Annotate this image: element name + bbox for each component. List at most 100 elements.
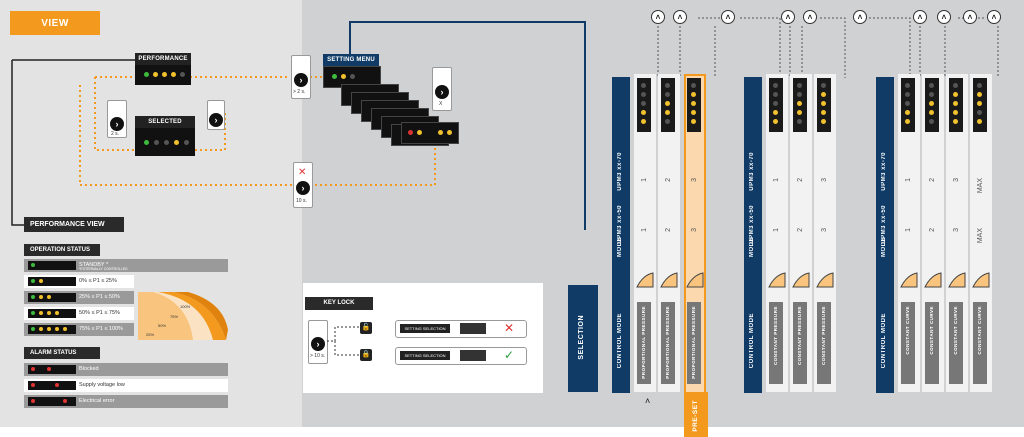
- led: [821, 110, 826, 115]
- lock-open-icon: 🔓: [360, 322, 372, 334]
- control-mode-bar: CONTROL MODE MODE UPM3 xx-70 UPM3 xx-50: [612, 77, 630, 393]
- led-strip: [637, 78, 651, 132]
- led: [977, 83, 982, 88]
- operation-row: 75% ≤ P1 ≤ 100%: [24, 323, 134, 336]
- mode-label-box: PROPORTIONAL PRESSURE: [687, 302, 701, 384]
- chevron-up-icon[interactable]: ˄: [651, 10, 665, 24]
- led: [953, 83, 958, 88]
- led-yellow: [171, 72, 176, 77]
- led: [953, 92, 958, 97]
- control-mode-bar: CONTROL MODE MODE UPM3 xx-70 UPM3 xx-50: [744, 77, 762, 393]
- control-mode-bar: CONTROL MODE MODE UPM3 xx-70 UPM3 xx-50: [876, 77, 894, 393]
- led: [773, 83, 778, 88]
- led: [665, 101, 670, 106]
- wedge-label: 25%: [146, 332, 154, 337]
- led: [953, 101, 958, 106]
- chevron-up-icon[interactable]: ˄: [721, 10, 735, 24]
- operation-row: 25% ≤ P1 ≤ 50%: [24, 291, 134, 304]
- led-yellow: [153, 72, 158, 77]
- setting-number: 2: [665, 178, 672, 182]
- led: [691, 110, 696, 115]
- setting-number: 3: [691, 228, 698, 232]
- curve-icon: [816, 272, 834, 288]
- arrow-right-icon: ›: [110, 117, 124, 131]
- led: [797, 92, 802, 97]
- setting-number: 2: [929, 228, 936, 232]
- press-button[interactable]: ›: [207, 100, 225, 130]
- led: [665, 119, 670, 124]
- no-touch-icon: ✕: [298, 167, 307, 178]
- led-green: [144, 72, 149, 77]
- chevron-up-icon[interactable]: ˄: [781, 10, 795, 24]
- led: [905, 92, 910, 97]
- performance-view-title: PERFORMANCE VIEW: [24, 217, 124, 232]
- led: [797, 101, 802, 106]
- chevron-up-icon[interactable]: ˄: [987, 10, 1001, 24]
- hold-10s-button[interactable]: › > 10 s.: [308, 320, 328, 364]
- hold-over-2s-label: > 2 s.: [293, 89, 306, 95]
- mode-label-box: CONSTANT PRESSURE: [817, 302, 831, 384]
- led-strip: [661, 78, 675, 132]
- performance-wedge: 25% 50% 75% 100%: [138, 292, 228, 340]
- setting-number: 2: [929, 178, 936, 182]
- chevron-up-icon[interactable]: ˄: [937, 10, 951, 24]
- led: [773, 101, 778, 106]
- led: [929, 101, 934, 106]
- led-green: [144, 140, 149, 145]
- led: [929, 92, 934, 97]
- chevron-up-icon[interactable]: ˄: [913, 10, 927, 24]
- setting-number: 3: [821, 178, 828, 182]
- led: [773, 110, 778, 115]
- mode-label-box: CONSTANT PRESSURE: [769, 302, 783, 384]
- arrow-right-icon: ›: [209, 113, 223, 127]
- led: [641, 101, 646, 106]
- alarm-row: Blocked: [24, 363, 228, 376]
- led-strip: [901, 78, 915, 132]
- hold-10s-key-label: > 10 s.: [310, 353, 326, 359]
- display-stack-icon: [460, 350, 486, 361]
- lock-closed-icon: 🔒: [360, 349, 372, 361]
- display-stack-icon: [460, 323, 486, 334]
- led: [977, 119, 982, 124]
- chevron-up-icon[interactable]: ˄: [853, 10, 867, 24]
- curve-icon: [768, 272, 786, 288]
- performance-display: [135, 65, 191, 85]
- setting-number: 3: [953, 228, 960, 232]
- led: [773, 92, 778, 97]
- chevron-up-icon[interactable]: ˄: [803, 10, 817, 24]
- chevron-up-icon[interactable]: ˄: [673, 10, 687, 24]
- led-strip: [687, 78, 701, 132]
- preset-tab: PRE-SET: [684, 392, 708, 437]
- chevron-up-icon[interactable]: ˄: [645, 396, 651, 406]
- led: [641, 110, 646, 115]
- selection-bar: SELECTION: [568, 285, 598, 392]
- setting-number: 1: [905, 178, 912, 182]
- setting-number: 1: [905, 228, 912, 232]
- led: [905, 110, 910, 115]
- press-2s-button[interactable]: › 2 s.: [107, 100, 127, 138]
- setting-connectors: [657, 17, 999, 78]
- setting-menu-title: SETTING MENU: [323, 54, 379, 66]
- led-strip: [769, 78, 783, 132]
- led: [691, 101, 696, 106]
- led-off: [180, 72, 185, 77]
- mode-label-box: CONSTANT CURVE: [973, 302, 987, 384]
- chevron-up-icon[interactable]: ˄: [963, 10, 977, 24]
- curve-icon: [924, 272, 942, 288]
- press-over-2s-button[interactable]: › > 2 s.: [291, 55, 311, 99]
- curve-icon: [636, 272, 654, 288]
- performance-title: PERFORMANCE: [135, 53, 191, 65]
- mode-label-box: CONSTANT PRESSURE: [793, 302, 807, 384]
- alarm-row: Electrical error: [24, 395, 228, 408]
- alarm-status-title: ALARM STATUS: [24, 347, 100, 359]
- wedge-label: 50%: [158, 323, 166, 328]
- led-strip: [925, 78, 939, 132]
- exit-button[interactable]: › X: [432, 67, 452, 111]
- led: [977, 101, 982, 106]
- selected-setting-display: [135, 128, 195, 156]
- curve-icon: [686, 272, 704, 288]
- led: [797, 110, 802, 115]
- curve-icon: [792, 272, 810, 288]
- curve-icon: [972, 272, 990, 288]
- wait-10s-indicator: ✕ › 10 s.: [293, 162, 313, 208]
